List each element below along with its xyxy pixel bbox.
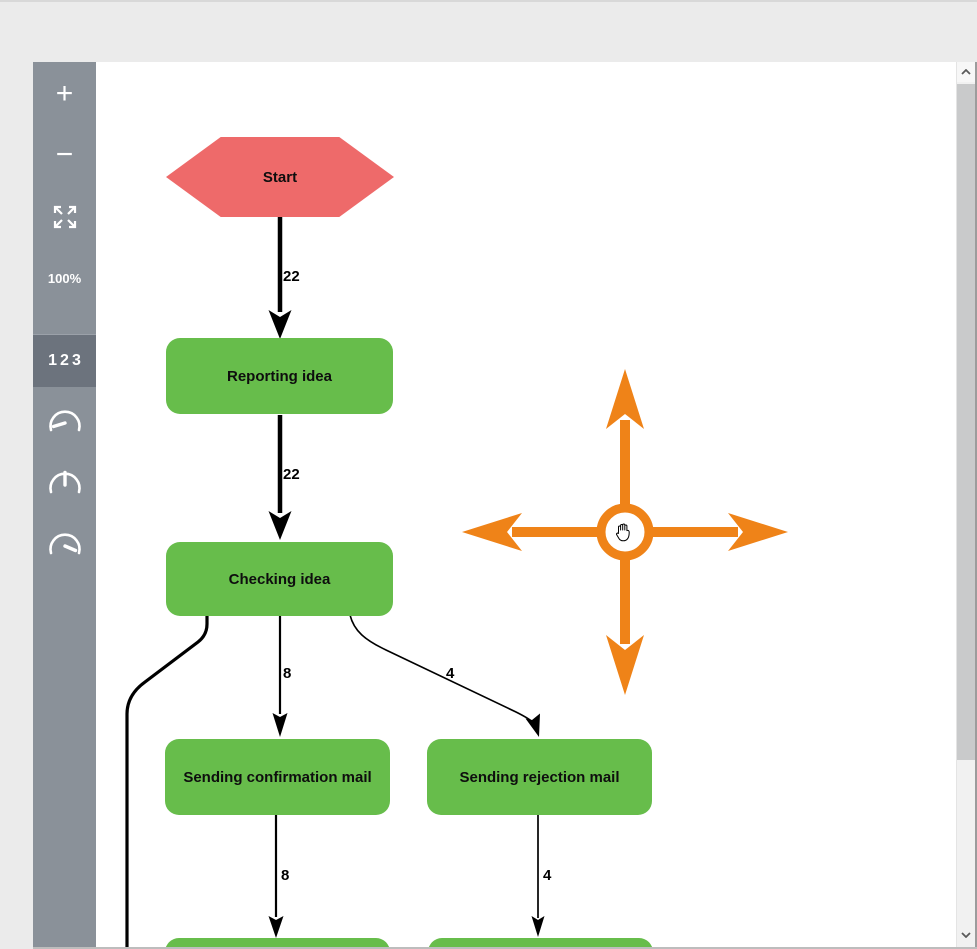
scrollbar-thumb[interactable] xyxy=(957,84,975,760)
viewer-window: + − 100% 123 xyxy=(33,62,977,949)
scroll-down-icon xyxy=(961,932,971,938)
pan-widget xyxy=(462,369,788,695)
node-checking-idea[interactable]: Checking idea xyxy=(166,542,393,616)
speed-mid-button[interactable] xyxy=(33,461,96,505)
node-start-label: Start xyxy=(262,168,298,186)
speed-high-button[interactable] xyxy=(33,522,96,566)
node-sending-rejection-mail[interactable]: Sending rejection mail xyxy=(427,739,652,815)
flowchart-graph xyxy=(125,217,788,947)
edge-label-start-reporting: 22 xyxy=(283,268,300,285)
fit-screen-button[interactable] xyxy=(33,195,96,239)
sidebar-divider xyxy=(33,334,96,335)
arrowhead-rejection-offscreen xyxy=(531,916,545,937)
edge-label-rejection-offscreen: 4 xyxy=(543,867,552,884)
zoom-in-button[interactable]: + xyxy=(33,72,96,116)
edge-label-reporting-checking: 22 xyxy=(283,466,300,483)
edge-checking-offscreen-left[interactable] xyxy=(125,615,209,947)
scroll-down-button[interactable] xyxy=(957,925,975,945)
node-partial-bottom-right[interactable] xyxy=(428,938,653,947)
vertical-scrollbar[interactable] xyxy=(956,62,977,947)
edge-label-checking-confirmation: 8 xyxy=(283,665,292,682)
arrowhead-start-reporting xyxy=(268,310,292,339)
node-start[interactable]: Start xyxy=(166,137,394,217)
frequency-view-button[interactable]: 123 xyxy=(33,335,96,387)
arrowhead-checking-confirmation xyxy=(272,713,288,737)
gauge-low-icon xyxy=(48,410,81,432)
diagram-canvas[interactable]: Start Reporting idea Checking idea Sendi… xyxy=(96,62,956,947)
node-reporting-idea-label: Reporting idea xyxy=(226,367,332,385)
node-sending-confirmation-mail-label: Sending confirmation mail xyxy=(183,768,372,786)
edge-label-confirmation-offscreen: 8 xyxy=(281,867,290,884)
arrowhead-reporting-checking xyxy=(268,511,292,540)
gauge-mid-icon xyxy=(48,470,81,494)
pan-left-arrow-icon[interactable] xyxy=(462,513,522,551)
edge-checking-rejection[interactable] xyxy=(349,614,539,732)
pan-up-arrow-icon[interactable] xyxy=(606,369,644,429)
zoom-out-button[interactable]: − xyxy=(33,133,96,177)
scroll-up-icon xyxy=(961,69,971,75)
minus-icon: − xyxy=(55,138,74,171)
speed-low-button[interactable] xyxy=(33,399,96,443)
node-reporting-idea[interactable]: Reporting idea xyxy=(166,338,393,414)
gauge-high-icon xyxy=(48,533,81,555)
fit-screen-icon xyxy=(53,205,76,229)
node-checking-idea-label: Checking idea xyxy=(228,570,331,588)
node-sending-rejection-mail-label: Sending rejection mail xyxy=(459,768,620,786)
arrowhead-confirmation-offscreen xyxy=(268,916,284,938)
plus-icon: + xyxy=(55,77,74,110)
arrowhead-checking-rejection xyxy=(525,713,540,737)
edge-label-checking-rejection: 4 xyxy=(446,665,455,682)
zoom-level-indicator: 100% xyxy=(47,271,82,286)
scroll-up-button[interactable] xyxy=(957,62,975,82)
node-partial-bottom-left[interactable] xyxy=(165,938,390,947)
node-sending-confirmation-mail[interactable]: Sending confirmation mail xyxy=(165,739,390,815)
hand-cursor-icon xyxy=(616,523,630,542)
pan-right-arrow-icon[interactable] xyxy=(728,513,788,551)
pan-down-arrow-icon[interactable] xyxy=(606,635,644,695)
zoom-sidebar: + − 100% 123 xyxy=(33,62,96,947)
